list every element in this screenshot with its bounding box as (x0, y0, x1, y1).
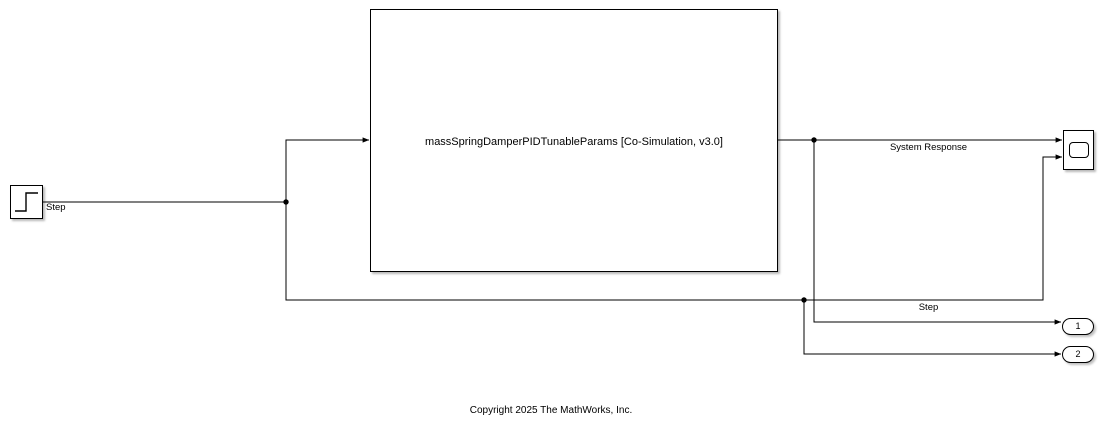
scope-block[interactable] (1063, 130, 1094, 170)
signal-label-system-response: System Response (889, 142, 968, 153)
fmu-block-label: massSpringDamperPIDTunableParams [Co-Sim… (425, 136, 723, 148)
junction-dot-feedback-split (801, 297, 807, 303)
signal-label-step: Step (918, 302, 939, 313)
outport-2-label: 2 (1075, 349, 1081, 359)
outport-block-2[interactable]: 2 (1062, 346, 1094, 363)
outport-block-1[interactable]: 1 (1062, 318, 1094, 335)
wire-step-to-scope-port2 (804, 154, 1063, 301)
step-source-block[interactable] (10, 185, 43, 219)
outport-1-label: 1 (1075, 321, 1081, 331)
step-function-icon (15, 192, 38, 212)
step-source-label: Step (46, 202, 66, 213)
copyright-annotation: Copyright 2025 The MathWorks, Inc. (469, 405, 633, 416)
fmu-cosimulation-block[interactable]: massSpringDamperPIDTunableParams [Co-Sim… (370, 9, 778, 272)
scope-icon (1068, 142, 1089, 158)
junction-dot-step-split (283, 199, 289, 205)
wire-branch-to-fmu-input (285, 137, 370, 202)
wire-system-response-to-outport1 (813, 140, 1062, 325)
